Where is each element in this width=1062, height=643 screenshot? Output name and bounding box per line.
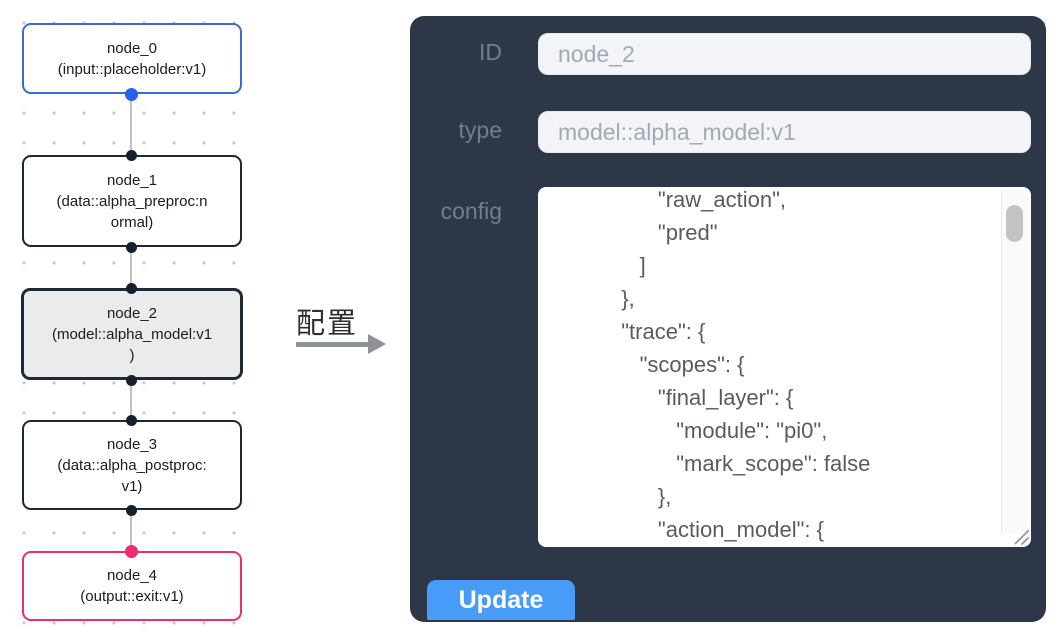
- edge-node1-node2: [130, 247, 132, 288]
- resize-handle-icon[interactable]: [1011, 527, 1029, 545]
- id-input[interactable]: [538, 33, 1031, 75]
- node-title: node_1: [106, 171, 158, 189]
- edge-node3-node4: [130, 510, 132, 551]
- port-node3-out: [126, 504, 137, 516]
- node-subtitle: (model::alpha_model:v1: [51, 325, 213, 343]
- port-node1-in: [126, 149, 137, 161]
- background-gap: [258, 0, 394, 643]
- config-json-text: "raw_action", "pred" ] }, "trace": { "sc…: [621, 187, 871, 542]
- config-label: config: [440, 198, 502, 224]
- flow-node-3[interactable]: node_3 (data::alpha_postproc: v1): [22, 420, 242, 510]
- annotation-arrow-head-icon: [368, 334, 386, 354]
- config-scrollbar-thumb[interactable]: [1006, 205, 1023, 242]
- config-editor[interactable]: "raw_action", "pred" ] }, "trace": { "sc…: [538, 187, 1031, 547]
- node-title: node_0: [106, 39, 158, 57]
- annotation-label: 配置: [296, 308, 359, 340]
- flow-node-4[interactable]: node_4 (output::exit:v1): [22, 551, 242, 621]
- id-label: ID: [479, 39, 502, 65]
- node-subtitle: (data::alpha_postproc:: [57, 456, 207, 474]
- type-label: type: [458, 117, 502, 143]
- edge-node2-node3: [130, 380, 132, 420]
- config-scrollbar-track[interactable]: [1001, 190, 1028, 534]
- type-input[interactable]: [538, 111, 1031, 153]
- flow-node-2-selected[interactable]: node_2 (model::alpha_model:v1 ): [21, 288, 243, 380]
- annotation-arrow-line: [296, 342, 370, 347]
- port-node4-in: [125, 544, 138, 558]
- port-node2-in: [126, 282, 137, 294]
- node-subtitle: ormal): [110, 213, 154, 231]
- update-button[interactable]: Update: [427, 580, 575, 620]
- background-gap-bottom: [394, 622, 1062, 643]
- port-node3-in: [126, 414, 137, 426]
- flow-node-1[interactable]: node_1 (data::alpha_preproc:n ormal): [22, 155, 242, 247]
- node-subtitle: (data::alpha_preproc:n: [56, 192, 208, 210]
- node-subtitle: (output::exit:v1): [80, 588, 184, 605]
- port-node0-out: [125, 88, 138, 101]
- port-node1-out: [126, 241, 137, 253]
- node-subtitle: ): [129, 346, 135, 364]
- node-subtitle: v1): [121, 477, 143, 495]
- node-subtitle: (input::placeholder:v1): [57, 60, 207, 78]
- node-title: node_2: [106, 304, 158, 322]
- edge-node0-node1: [130, 94, 132, 155]
- config-panel: ID type config "raw_action", "pred" ] },…: [410, 16, 1046, 622]
- node-title: node_4: [106, 567, 158, 584]
- flow-node-0[interactable]: node_0 (input::placeholder:v1): [22, 23, 242, 94]
- node-title: node_3: [106, 435, 158, 453]
- port-node2-out: [126, 374, 137, 386]
